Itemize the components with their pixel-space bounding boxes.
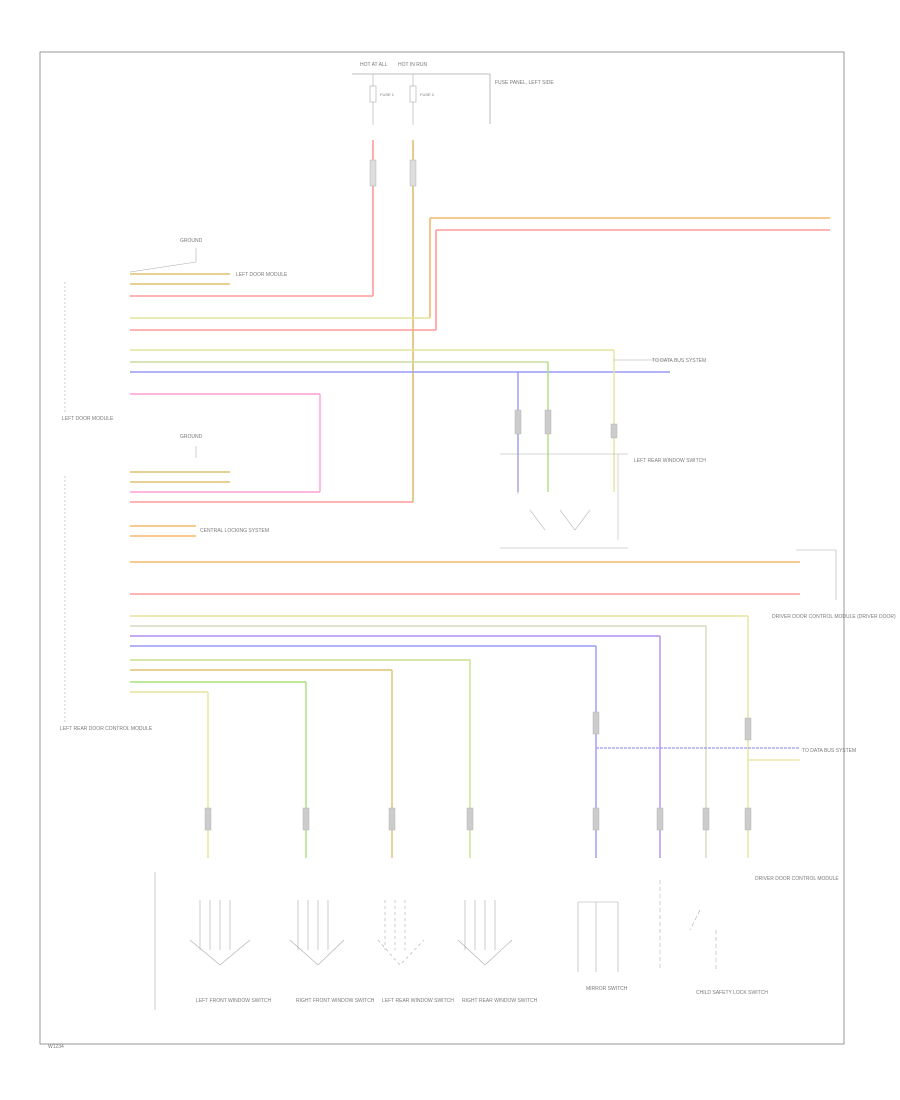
switch-left-front-label: LEFT FRONT WINDOW SWITCH xyxy=(196,998,271,1004)
switch-mirror: MIRROR SWITCH xyxy=(577,901,628,992)
fuse2-label: FUSE 2 xyxy=(420,92,435,97)
driver-door-control-label: DRIVER DOOR CONTROL MODULE xyxy=(755,876,839,882)
left-rear-window-switch-upper: LEFT REAR WINDOW SWITCH xyxy=(500,453,706,549)
switch-left-rear-label: LEFT REAR WINDOW SWITCH xyxy=(382,998,454,1004)
fuse-box: HOT AT ALL HOT IN RUN FUSE PANEL, LEFT S… xyxy=(352,62,554,125)
left-door-module-upper: LEFT DOOR MODULE GROUND LEFT DOOR MODULE xyxy=(62,238,288,422)
diagram-frame xyxy=(39,51,845,1045)
switch-left-front: LEFT FRONT WINDOW SWITCH xyxy=(189,900,271,1004)
switch-right-rear-label: RIGHT REAR WINDOW SWITCH xyxy=(462,998,538,1004)
switch-right-rear: RIGHT REAR WINDOW SWITCH xyxy=(457,900,538,1004)
fuse-panel-label: FUSE PANEL, LEFT SIDE xyxy=(495,80,554,86)
ground-label-lower: GROUND xyxy=(180,434,203,440)
data-bus-label-2: TO DATA BUS SYSTEM xyxy=(802,748,856,754)
switch-right-front: RIGHT FRONT WINDOW SWITCH xyxy=(289,900,375,1004)
fuse-hot-always-label: HOT AT ALL xyxy=(360,62,388,68)
left-door-module-label-1: LEFT DOOR MODULE xyxy=(236,272,288,278)
connector-markers xyxy=(204,711,752,831)
switch-mirror-label: MIRROR SWITCH xyxy=(586,986,628,992)
left-rear-door-module: LEFT REAR DOOR CONTROL MODULE GROUND xyxy=(60,434,203,732)
central-locking-label: CENTRAL LOCKING SYSTEM xyxy=(200,528,269,534)
driver-door-module-label: DRIVER DOOR CONTROL MODULE (DRIVER DOOR) xyxy=(772,614,896,620)
switch-left-rear: LEFT REAR WINDOW SWITCH xyxy=(377,900,454,1004)
fuse1-label: FUSE 1 xyxy=(380,92,395,97)
switch-child-safety: CHILD SAFETY LOCK SWITCH xyxy=(659,880,768,996)
ground-label-upper: GROUND xyxy=(180,238,203,244)
switch-right-front-label: RIGHT FRONT WINDOW SWITCH xyxy=(296,998,375,1004)
diagram-code: W1234 xyxy=(48,1044,64,1050)
left-door-module-upper-label: LEFT DOOR MODULE xyxy=(62,416,114,422)
data-bus-label-1: TO DATA BUS SYSTEM xyxy=(652,358,706,364)
left-rear-door-module-label: LEFT REAR DOOR CONTROL MODULE xyxy=(60,726,153,732)
fuse-hot-run-label: HOT IN RUN xyxy=(398,62,427,68)
switch-child-safety-label: CHILD SAFETY LOCK SWITCH xyxy=(696,990,768,996)
left-rear-window-switch-label: LEFT REAR WINDOW SWITCH xyxy=(634,458,706,464)
